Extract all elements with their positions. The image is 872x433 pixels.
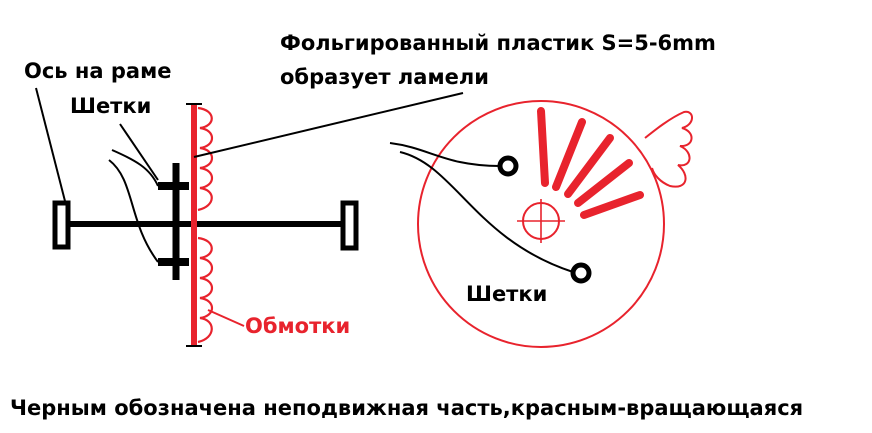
foil-label-line2: образует ламели — [280, 65, 489, 89]
upper-brush-contact — [497, 155, 519, 177]
leader-axis — [35, 87, 67, 206]
brushes-label-left: Шетки — [70, 94, 152, 118]
leader-foil-to-disk — [193, 92, 464, 158]
windings-label: Обмотки — [245, 314, 351, 338]
lamella-3 — [564, 134, 614, 198]
brushes-label-right: Шетки — [466, 282, 548, 306]
brush-wire-upper — [111, 149, 159, 187]
right-bearing — [340, 200, 359, 251]
lamella-1 — [537, 107, 549, 187]
wire-lower-contact — [399, 151, 574, 273]
foil-label-line1: Фольгированный пластик S=5-6mm — [280, 31, 716, 55]
left-bearing — [52, 200, 71, 250]
front-view — [389, 100, 693, 348]
lamella-4 — [574, 159, 633, 207]
axis-label: Ось на раме — [24, 59, 172, 83]
wire-upper-contact — [389, 142, 501, 167]
rotation-marker — [644, 110, 693, 188]
leader-windings — [207, 309, 245, 327]
winding-upper — [197, 106, 214, 212]
lower-brush-contact — [570, 262, 592, 284]
legend-caption: Черным обозначена неподвижная часть,крас… — [10, 396, 804, 420]
winding-lower — [197, 236, 214, 344]
lamella-2 — [552, 118, 586, 191]
side-view — [35, 87, 359, 347]
leader-brushes-left — [119, 123, 159, 181]
lamella-5 — [580, 191, 644, 219]
rotor-outline — [417, 100, 665, 348]
brush-wire-lower — [108, 159, 159, 263]
